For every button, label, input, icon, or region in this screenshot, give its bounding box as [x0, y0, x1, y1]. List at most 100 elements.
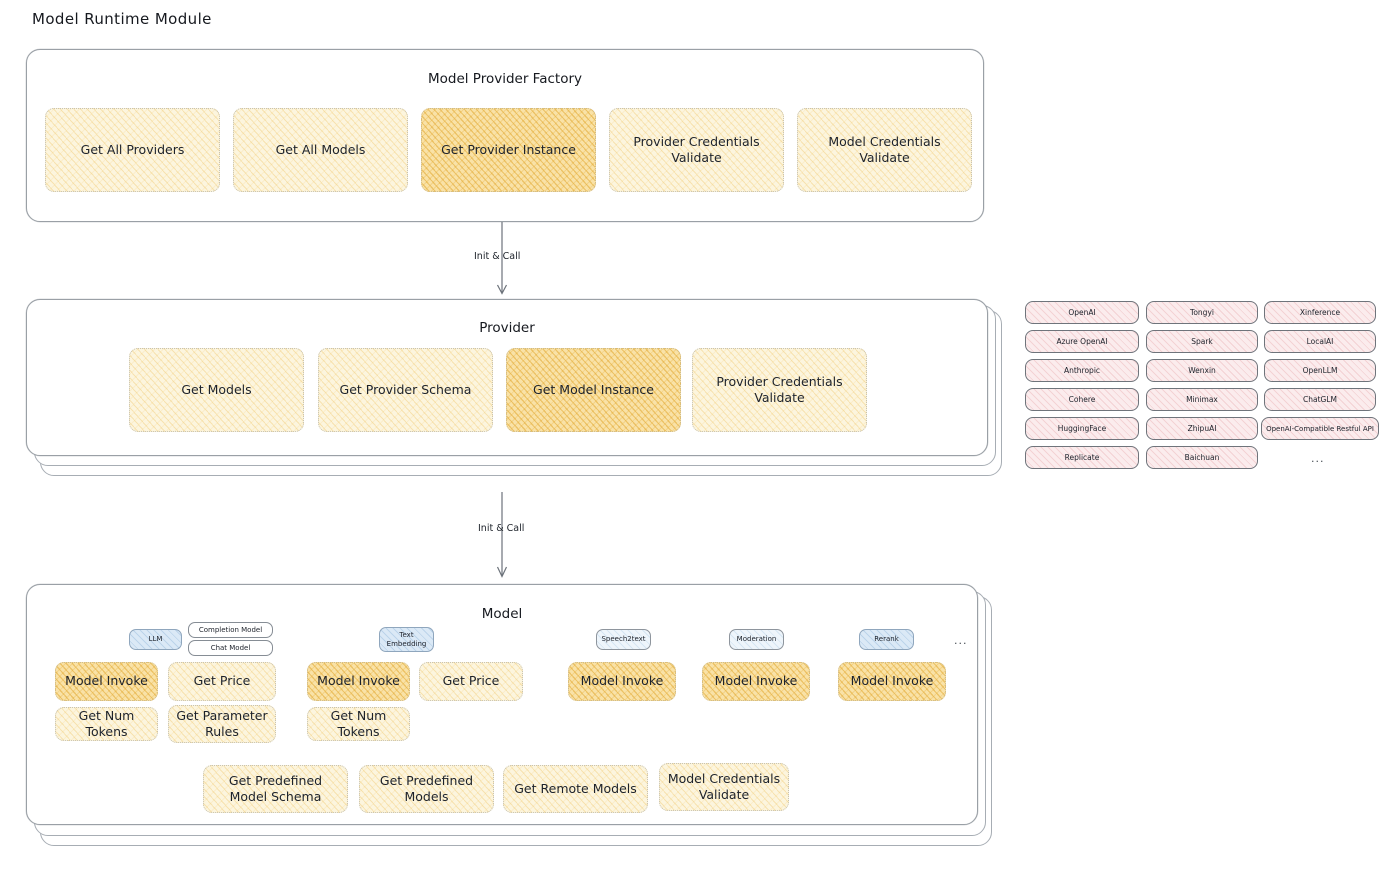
- provider-chip-openai[interactable]: OpenAI: [1025, 301, 1139, 324]
- chip-label: Minimax: [1186, 395, 1218, 404]
- node-label: Model Invoke: [714, 673, 798, 689]
- model-provider-factory-title: Model Provider Factory: [427, 71, 582, 87]
- node-label: Get Price: [193, 673, 251, 689]
- provider-node-get-model-instance[interactable]: Get Model Instance: [506, 348, 681, 432]
- factory-node-get-all-models[interactable]: Get All Models: [233, 108, 408, 192]
- arrow-factory-to-provider: [496, 222, 508, 295]
- tag-label: Chat Model: [210, 643, 251, 652]
- chip-label: Replicate: [1064, 453, 1100, 462]
- tag-label: Rerank: [874, 635, 899, 644]
- node-label: Get Price: [442, 673, 500, 689]
- factory-node-provider-credentials-validate[interactable]: Provider Credentials Validate: [609, 108, 784, 192]
- node-label: Get Provider Instance: [441, 141, 576, 157]
- capability-tag-moderation[interactable]: Moderation: [729, 629, 784, 650]
- capability-tag-speech2text[interactable]: Speech2text: [596, 629, 651, 650]
- embedding-node-model-invoke[interactable]: Model Invoke: [307, 662, 410, 701]
- model-node-model-credentials-validate[interactable]: Model Credentials Validate: [659, 763, 789, 811]
- provider-chip-replicate[interactable]: Replicate: [1025, 446, 1139, 469]
- model-node-get-predefined-model-schema[interactable]: Get Predefined Model Schema: [203, 765, 348, 813]
- provider-chip-openllm[interactable]: OpenLLM: [1264, 359, 1376, 382]
- tag-label: Completion Model: [198, 625, 263, 634]
- llm-node-get-num-tokens[interactable]: Get Num Tokens: [55, 707, 158, 741]
- chip-label: OpenAI: [1068, 308, 1096, 317]
- arrow-label-init-and-call-2: Init & Call: [478, 523, 525, 534]
- chip-label: ZhipuAI: [1187, 424, 1217, 433]
- provider-node-provider-credentials-validate[interactable]: Provider Credentials Validate: [692, 348, 867, 432]
- chip-label: LocalAI: [1306, 337, 1334, 346]
- node-label: Provider Credentials Validate: [633, 133, 760, 166]
- provider-chip-anthropic[interactable]: Anthropic: [1025, 359, 1139, 382]
- arrow-provider-to-model: [496, 492, 508, 578]
- factory-node-get-provider-instance[interactable]: Get Provider Instance: [421, 108, 596, 192]
- chip-label: OpenLLM: [1302, 366, 1338, 375]
- provider-chip-xinference[interactable]: Xinference: [1264, 301, 1376, 324]
- capability-subtag-chat-model[interactable]: Chat Model: [188, 640, 273, 656]
- node-label: Model Credentials Validate: [828, 133, 941, 166]
- chip-label: Wenxin: [1188, 366, 1216, 375]
- chip-label: Spark: [1191, 337, 1213, 346]
- rerank-node-model-invoke[interactable]: Model Invoke: [838, 662, 946, 701]
- llm-node-model-invoke[interactable]: Model Invoke: [55, 662, 158, 701]
- factory-node-get-all-providers[interactable]: Get All Providers: [45, 108, 220, 192]
- node-label: Model Invoke: [317, 673, 400, 689]
- provider-chip-spark[interactable]: Spark: [1146, 330, 1258, 353]
- llm-node-get-parameter-rules[interactable]: Get Parameter Rules: [168, 705, 276, 743]
- provider-chip-baichuan[interactable]: Baichuan: [1146, 446, 1258, 469]
- model-node-get-remote-models[interactable]: Get Remote Models: [503, 765, 648, 813]
- moderation-node-model-invoke[interactable]: Model Invoke: [702, 662, 810, 701]
- provider-chip-huggingface[interactable]: HuggingFace: [1025, 417, 1139, 440]
- node-label: Get Predefined Model Schema: [228, 772, 323, 805]
- arrow-label-init-and-call-1: Init & Call: [474, 251, 521, 262]
- node-label: Get Predefined Models: [379, 772, 474, 805]
- provider-title: Provider: [479, 320, 535, 336]
- node-label: Get Remote Models: [514, 780, 637, 796]
- provider-node-get-models[interactable]: Get Models: [129, 348, 304, 432]
- capability-tag-text-embedding[interactable]: Text Embedding: [379, 627, 434, 652]
- node-label: Model Credentials Validate: [667, 770, 781, 803]
- provider-chip-chatglm[interactable]: ChatGLM: [1264, 388, 1376, 411]
- provider-chip-openai-compatible-restful-api[interactable]: OpenAI-Compatible Restful API: [1261, 417, 1379, 440]
- chip-label: OpenAI-Compatible Restful API: [1266, 424, 1374, 433]
- provider-chip-minimax[interactable]: Minimax: [1146, 388, 1258, 411]
- factory-node-model-credentials-validate[interactable]: Model Credentials Validate: [797, 108, 972, 192]
- provider-node-get-provider-schema[interactable]: Get Provider Schema: [318, 348, 493, 432]
- node-label: Get All Providers: [80, 141, 185, 157]
- chip-label: Baichuan: [1184, 453, 1220, 462]
- node-label: Get Models: [181, 381, 252, 397]
- node-label: Model Invoke: [850, 673, 934, 689]
- tag-label: LLM: [148, 635, 163, 644]
- node-label: Provider Credentials Validate: [716, 373, 843, 406]
- speech2text-node-model-invoke[interactable]: Model Invoke: [568, 662, 676, 701]
- chip-label: ChatGLM: [1303, 395, 1337, 404]
- chip-label: Azure OpenAI: [1056, 337, 1108, 346]
- chip-label: Tongyi: [1190, 308, 1214, 317]
- node-label: Get Num Tokens: [78, 707, 135, 740]
- provider-chip-localai[interactable]: LocalAI: [1264, 330, 1376, 353]
- node-label: Get All Models: [275, 141, 366, 157]
- node-label: Get Model Instance: [533, 381, 654, 397]
- tag-label: Speech2text: [601, 635, 646, 644]
- provider-chip-zhipuai[interactable]: ZhipuAI: [1146, 417, 1258, 440]
- provider-chip-wenxin[interactable]: Wenxin: [1146, 359, 1258, 382]
- embedding-node-get-price[interactable]: Get Price: [419, 662, 523, 701]
- llm-node-get-price[interactable]: Get Price: [168, 662, 276, 701]
- tag-label: Text Embedding: [386, 630, 427, 648]
- provider-panel: Provider Get Models Get Provider Schema …: [26, 299, 988, 456]
- capability-tag-llm[interactable]: LLM: [129, 629, 182, 650]
- chip-label: HuggingFace: [1057, 424, 1107, 433]
- provider-chip-tongyi[interactable]: Tongyi: [1146, 301, 1258, 324]
- model-node-get-predefined-models[interactable]: Get Predefined Models: [359, 765, 494, 813]
- provider-chip-azure-openai[interactable]: Azure OpenAI: [1025, 330, 1139, 353]
- model-panel: Model LLM Completion Model Chat Model Te…: [26, 584, 978, 825]
- embedding-node-get-num-tokens[interactable]: Get Num Tokens: [307, 707, 410, 741]
- capability-subtag-completion-model[interactable]: Completion Model: [188, 622, 273, 638]
- node-label: Get Provider Schema: [339, 381, 472, 397]
- model-provider-factory-panel: Model Provider Factory Get All Providers…: [26, 49, 984, 222]
- provider-chip-cohere[interactable]: Cohere: [1025, 388, 1139, 411]
- capability-more-ellipsis: ...: [954, 634, 968, 647]
- chip-label: Anthropic: [1063, 366, 1101, 375]
- capability-tag-rerank[interactable]: Rerank: [859, 629, 914, 650]
- provider-list-more-ellipsis: ...: [1311, 452, 1325, 465]
- node-label: Get Num Tokens: [330, 707, 387, 740]
- model-title: Model: [481, 606, 523, 622]
